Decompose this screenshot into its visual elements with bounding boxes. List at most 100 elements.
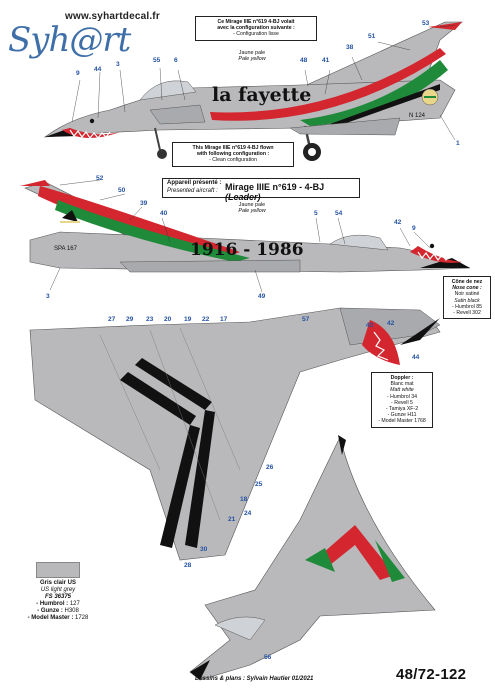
- years-marking: 1916 - 1986: [190, 240, 304, 260]
- doppler-line7: - Model Master 1768: [378, 418, 426, 425]
- mm-label: - Model Master :: [27, 615, 74, 621]
- callout-side1-44: 44: [94, 66, 102, 73]
- callout-top-21: 21: [228, 516, 236, 523]
- nose-cone-line4: - Revell 302: [453, 310, 481, 317]
- presented-title-main: Mirage IIIE n°619 - 4-BJ: [225, 182, 325, 192]
- presented-label-fr: Appareil présenté :: [167, 180, 222, 186]
- callout-top-20: 20: [164, 316, 172, 323]
- jaune-fr-1: Jaune pale: [238, 50, 266, 56]
- callout-side2-5: 5: [314, 210, 318, 217]
- jaune-en-2: Pale yellow: [238, 208, 266, 215]
- humbrol-value: 127: [69, 601, 80, 607]
- callout-side2-52: 52: [96, 175, 104, 182]
- nose-cone-line2: Satin black: [454, 297, 480, 304]
- callout-side1-1: 1: [456, 140, 460, 147]
- nose-cone-line1: Noir satiné: [454, 291, 480, 298]
- callout-side2-50: 50: [118, 187, 126, 194]
- presented-title-suffix: (Leader): [225, 192, 261, 202]
- callout-side1-53: 53: [422, 20, 430, 27]
- doppler-line1: Blanc mat: [390, 381, 414, 388]
- callout-top-28: 28: [184, 562, 192, 569]
- callout-top-17: 17: [220, 316, 228, 323]
- nose-cone-title-en: Nose cone :: [452, 285, 482, 292]
- presented-aircraft-box: Appareil présenté : Presented aircraft :…: [162, 178, 360, 202]
- doppler-line5: - Tamiya XF-2: [385, 406, 419, 413]
- callout-side2-9: 9: [412, 225, 416, 232]
- doppler-line2: Matt white: [390, 387, 414, 394]
- mm-value: 1728: [74, 615, 89, 621]
- config-en-line2: with following configuration :: [196, 151, 270, 158]
- callout-side1-38: 38: [346, 44, 354, 51]
- config-note-fr: Ce Mirage IIIE n°619 4-BJ volait avec la…: [195, 16, 317, 41]
- leader-lines: [49, 24, 456, 293]
- nose-cone-box: Cône de nez Nose cone : Noir satiné Sati…: [443, 276, 491, 320]
- config-note-en: This Mirage IIIE n°619 4-BJ flown with f…: [172, 142, 294, 167]
- nose-cone-line3: - Humbrol 85: [452, 303, 482, 310]
- callout-top-23: 23: [146, 316, 154, 323]
- doppler-title: Doppler :: [390, 375, 414, 381]
- callout-top-30: 30: [200, 546, 208, 553]
- callout-top-44: 44: [412, 354, 420, 361]
- callout-top-18: 18: [240, 496, 248, 503]
- color-reference: Gris clair US US light grey FS 36375 - H…: [8, 580, 108, 622]
- pale-yellow-note-1: Jaune pale Pale yellow: [222, 50, 282, 63]
- side-view-left: [44, 21, 463, 161]
- website-url: www.syhartdecal.fr: [65, 11, 160, 22]
- callout-side1-3: 3: [116, 61, 120, 68]
- callout-side2-49: 49: [258, 293, 266, 300]
- config-en-line3: - Clean configuration: [209, 157, 257, 164]
- callout-side1-51: 51: [368, 33, 376, 40]
- callout-top-25: 25: [255, 481, 263, 488]
- callout-top-43: 43: [366, 322, 374, 329]
- side1-code: N 124: [409, 113, 426, 119]
- lafayette-marking: la fayette: [212, 84, 312, 106]
- top-view: [29, 307, 441, 561]
- callout-side1-48: 48: [300, 57, 308, 64]
- jaune-fr-2: Jaune pale: [238, 202, 266, 208]
- color-fs: FS 36375: [44, 594, 72, 600]
- side2-code: SPA 167: [54, 246, 77, 252]
- pale-yellow-note-2: Jaune pale Pale yellow: [222, 202, 282, 215]
- callout-top-57: 57: [302, 316, 310, 323]
- callout-side2-3: 3: [46, 293, 50, 300]
- bottom-view: [189, 435, 436, 681]
- jaune-en-1: Pale yellow: [238, 56, 266, 63]
- callout-side2-39: 39: [140, 200, 148, 207]
- callout-side2-54: 54: [335, 210, 343, 217]
- nose-cone-title-fr: Cône de nez: [451, 279, 483, 285]
- doppler-box: Doppler : Blanc mat Matt white - Humbrol…: [371, 372, 433, 428]
- color-name-fr: Gris clair US: [39, 580, 77, 586]
- side-view-right: [20, 180, 471, 273]
- drawing-credit: Dessins & plans : Sylvain Hautier 01/202…: [195, 676, 314, 682]
- gunze-label: - Gunze :: [37, 608, 63, 614]
- config-fr-line3: - Configuration lisse: [233, 31, 279, 38]
- callout-side1-41: 41: [322, 57, 330, 64]
- sheet-reference: 48/72-122: [396, 666, 467, 683]
- callout-side1-55: 55: [153, 57, 161, 64]
- callout-top-19: 19: [184, 316, 192, 323]
- callout-top-27: 27: [108, 316, 116, 323]
- color-name-en: US light grey: [40, 587, 76, 593]
- callout-top-26: 26: [266, 464, 274, 471]
- doppler-line4: - Revell 5: [391, 399, 413, 406]
- config-fr-line2: avec la configuration suivante :: [217, 25, 295, 32]
- callout-top-29: 29: [126, 316, 134, 323]
- callout-top-42: 42: [387, 320, 395, 327]
- brand-logo: Syh@rt: [8, 20, 131, 60]
- doppler-line6: - Gunze H11: [387, 412, 417, 419]
- callout-side2-42: 42: [394, 219, 402, 226]
- presented-label-en: Presented aircraft :: [167, 188, 218, 194]
- callout-top-24: 24: [244, 510, 252, 517]
- presented-title: Mirage IIIE n°619 - 4-BJ (Leader): [225, 182, 359, 202]
- gunze-value: H308: [64, 608, 79, 614]
- config-en-line1: This Mirage IIIE n°619 4-BJ flown: [192, 145, 274, 151]
- callout-side2-40: 40: [160, 210, 168, 217]
- config-fr-line1: Ce Mirage IIIE n°619 4-BJ volait: [217, 19, 295, 25]
- callout-bottom-56: 56: [264, 654, 272, 661]
- callout-top-22: 22: [202, 316, 210, 323]
- humbrol-label: - Humbrol :: [36, 601, 69, 607]
- doppler-line3: - Humbrol 34: [387, 393, 417, 400]
- color-swatch: [36, 562, 80, 578]
- callout-side1-6: 6: [174, 57, 178, 64]
